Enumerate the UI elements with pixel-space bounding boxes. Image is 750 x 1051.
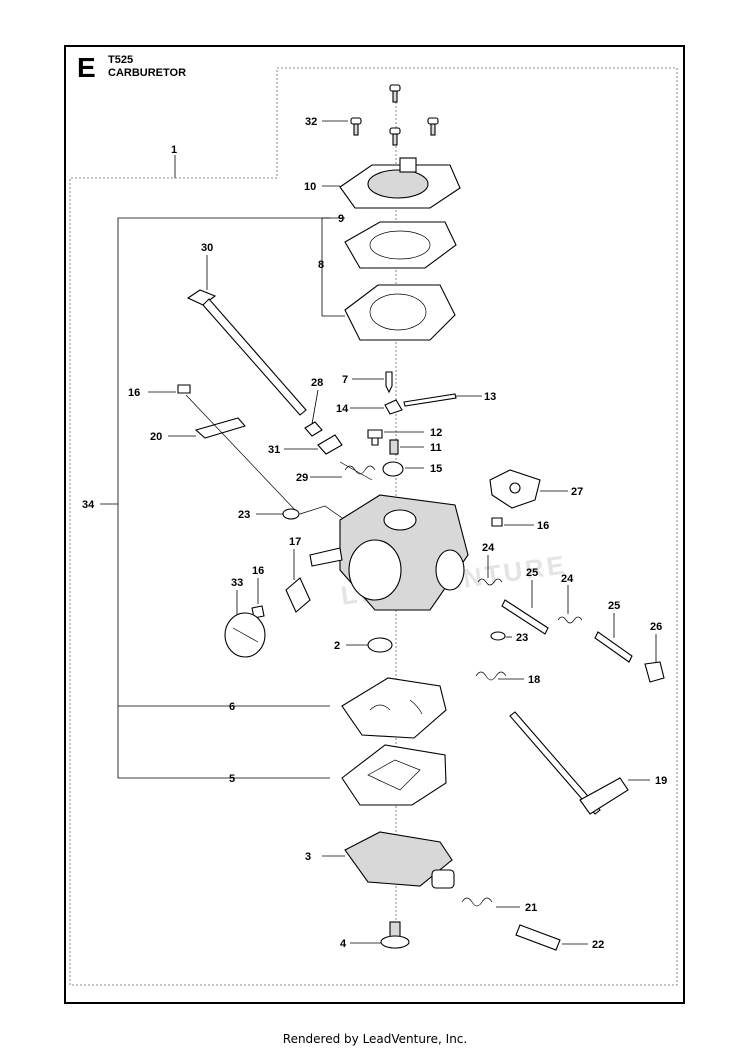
callout-15: 15 (430, 463, 442, 475)
lever-icon (317, 434, 343, 455)
callout-2: 2 (334, 640, 340, 652)
callout-8: 8 (318, 259, 324, 271)
footer-credit: Rendered by LeadVenture, Inc. (282, 1032, 468, 1046)
callout-27: 27 (571, 486, 583, 498)
screw-icon (350, 84, 439, 146)
callout-25-b: 25 (608, 600, 620, 612)
callout-23-a: 23 (238, 509, 250, 521)
screw-12-icon (367, 429, 383, 446)
lever-pin-icon (403, 393, 457, 407)
callout-16-b: 16 (252, 565, 264, 577)
callout-5: 5 (229, 773, 235, 785)
choke-lever-icon (194, 417, 246, 439)
callout-30: 30 (201, 242, 213, 254)
callout-4: 4 (340, 938, 347, 950)
pump-cover-icon (339, 157, 461, 209)
inlet-lever-icon (384, 399, 403, 415)
callout-6: 6 (229, 701, 235, 713)
callout-1: 1 (171, 144, 177, 156)
callout-24-b: 24 (561, 573, 574, 585)
callout-34: 34 (82, 499, 95, 511)
metering-diaphragm-icon (341, 677, 447, 739)
metering-gasket-icon (341, 744, 447, 806)
choke-plate-icon (285, 577, 311, 613)
spring-icon (339, 461, 376, 481)
model-number: T525 (108, 54, 134, 66)
spring-24b-icon (557, 616, 583, 624)
plug-4-icon (380, 921, 410, 949)
screw-22-icon (515, 924, 561, 951)
callout-16-c: 16 (537, 520, 549, 532)
callout-13: 13 (484, 391, 496, 403)
callout-19: 19 (655, 775, 667, 787)
spring-24a-icon (477, 578, 503, 586)
bracket-8-9 (321, 217, 345, 317)
pump-diaphragm-icon (344, 284, 456, 341)
callout-31: 31 (268, 444, 280, 456)
diagram-title: CARBURETOR (108, 67, 187, 79)
metering-cover-icon (344, 831, 455, 889)
callout-18: 18 (528, 674, 540, 686)
callout-12: 12 (430, 427, 442, 439)
pump-gasket-icon (344, 221, 457, 269)
bracket-34 (100, 217, 330, 779)
throttle-shaft-19-icon (509, 711, 629, 815)
washer-23-icon (282, 508, 300, 520)
spring-21-icon (461, 897, 493, 907)
callout-11: 11 (430, 442, 442, 454)
cap-26-icon (644, 661, 665, 683)
callout-10: 10 (304, 181, 316, 193)
callout-7: 7 (342, 374, 348, 386)
washer-23b-icon (490, 631, 506, 641)
callout-29: 29 (296, 472, 308, 484)
screw-16c-icon (491, 517, 503, 527)
callout-3: 3 (305, 851, 311, 863)
callout-25-a: 25 (526, 567, 538, 579)
assembly-boundary (69, 67, 678, 986)
callout-32: 32 (305, 116, 317, 128)
callout-16-a: 16 (128, 387, 140, 399)
callout-28: 28 (311, 377, 323, 389)
diagram-frame (64, 45, 685, 1004)
spring-18-icon (475, 671, 507, 681)
callout-26: 26 (650, 621, 662, 633)
section-letter: E (77, 52, 96, 83)
callout-22: 22 (592, 939, 604, 951)
needle-25a-icon (501, 599, 549, 635)
callout-14: 14 (336, 403, 349, 415)
carburetor-body-icon (309, 494, 469, 611)
choke-shaft-icon (224, 612, 266, 658)
callout-23-b: 23 (516, 632, 528, 644)
callout-labels: 1 2 3 4 5 6 7 8 9 10 11 12 13 14 15 16 1… (82, 116, 667, 951)
callout-33: 33 (231, 577, 243, 589)
needle-25b-icon (594, 631, 633, 663)
filter-screen-icon (382, 461, 404, 477)
callout-17: 17 (289, 536, 301, 548)
washer-icon (304, 421, 323, 437)
screw-16-icon (177, 384, 191, 394)
needle-icon (385, 371, 393, 394)
spring-11-icon (389, 439, 399, 455)
callout-21: 21 (525, 902, 537, 914)
callout-20: 20 (150, 431, 162, 443)
throttle-shaft-icon (186, 289, 307, 416)
callout-9: 9 (338, 213, 344, 225)
plug-2-icon (367, 637, 393, 653)
callout-24-a: 24 (482, 542, 495, 554)
